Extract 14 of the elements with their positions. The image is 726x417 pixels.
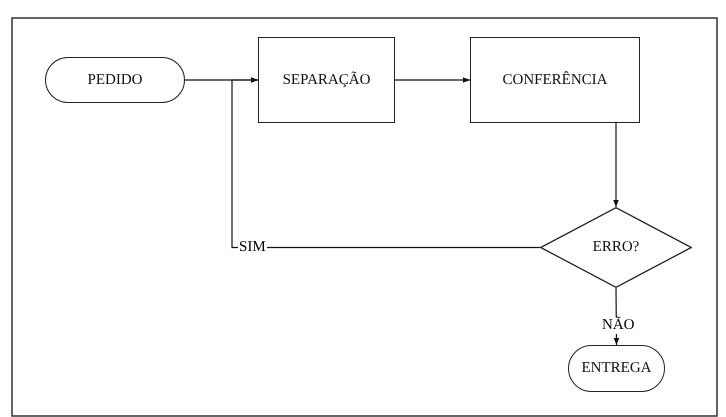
edge-label: NÃO [601, 317, 636, 334]
node-label: ENTREGA [582, 360, 652, 377]
node-label: ERRO? [592, 239, 640, 256]
terminator-shape [45, 57, 185, 103]
arrow [231, 77, 540, 248]
node-label: CONFERÊNCIA [502, 72, 608, 88]
node-label: PEDIDO [88, 72, 142, 88]
decision-diamond [540, 207, 692, 288]
process-box [470, 37, 640, 123]
arrow [395, 77, 470, 83]
terminator-shape [568, 345, 665, 392]
node-label: SEPARAÇÃO [282, 72, 370, 88]
process-box [258, 37, 395, 123]
arrow [613, 123, 619, 207]
